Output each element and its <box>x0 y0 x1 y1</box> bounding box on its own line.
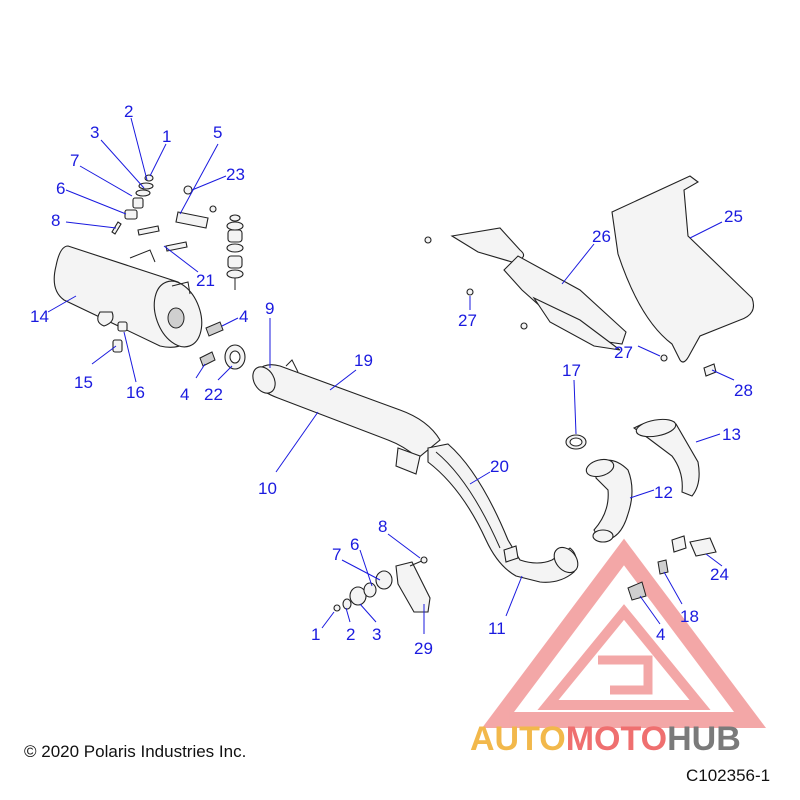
callout-label: 5 <box>213 123 222 142</box>
callout-label: 8 <box>378 517 387 536</box>
callout-label: 21 <box>196 271 215 290</box>
callout-label: 1 <box>311 625 320 644</box>
callout-label: 3 <box>372 625 381 644</box>
muffler <box>53 245 203 348</box>
watermark-moto: MOTO <box>566 720 667 758</box>
callout-label: 7 <box>332 545 341 564</box>
copyright-notice: © 2020 Polaris Industries Inc. <box>24 742 247 761</box>
callout-label: 16 <box>126 383 145 402</box>
callout-label: 26 <box>592 227 611 246</box>
callout-label: 27 <box>614 343 633 362</box>
callout-label: 3 <box>90 123 99 142</box>
springs-gasket <box>199 321 246 370</box>
callout-label: 6 <box>350 535 359 554</box>
mid-pipe <box>252 359 441 475</box>
callout-label: 28 <box>734 381 753 400</box>
callout-label: 17 <box>562 361 581 380</box>
callout-label: 2 <box>124 102 133 121</box>
callout-label: 2 <box>346 625 355 644</box>
callout-label: 27 <box>458 311 477 330</box>
callout-label: 8 <box>51 211 60 230</box>
callout-label: 9 <box>265 299 274 318</box>
document-number: C102356-1 <box>686 766 771 785</box>
watermark-wordmark: AUTOMOTOHUB <box>470 720 741 758</box>
mount-stack <box>209 205 244 290</box>
watermark-hub: HUB <box>667 720 741 758</box>
callout-label: 19 <box>354 351 373 370</box>
callout-label: 18 <box>680 607 699 626</box>
callout-label: 23 <box>226 165 245 184</box>
callout-label: 20 <box>490 457 509 476</box>
bracket-hardware <box>333 556 431 613</box>
muffler-hardware <box>111 174 209 353</box>
watermark-auto: AUTO <box>470 720 566 758</box>
callout-label: 13 <box>722 425 741 444</box>
front-elbows <box>565 418 717 601</box>
heat-shields <box>424 175 755 377</box>
callout-label: 24 <box>710 565 729 584</box>
callout-label: 4 <box>656 625 665 644</box>
callout-label: 11 <box>488 619 506 638</box>
callout-label: 22 <box>204 385 223 404</box>
callout-label: 12 <box>654 483 673 502</box>
callouts: 2 3 1 5 7 23 6 8 21 14 4 9 15 16 4 22 19… <box>30 102 753 658</box>
callout-label: 6 <box>56 179 65 198</box>
callout-label: 7 <box>70 151 79 170</box>
callout-label: 29 <box>414 639 433 658</box>
callout-label: 15 <box>74 373 93 392</box>
watermark-logo <box>482 538 766 728</box>
svg-text:AUTOMOTOHUB: AUTOMOTOHUB <box>470 720 741 758</box>
callout-label: 1 <box>162 127 171 146</box>
callout-label: 4 <box>239 307 248 326</box>
callout-label: 14 <box>30 307 49 326</box>
leader-lines <box>47 117 735 634</box>
callout-label: 25 <box>724 207 743 226</box>
callout-label: 10 <box>258 479 277 498</box>
callout-label: 4 <box>180 385 189 404</box>
head-pipe <box>427 443 579 583</box>
